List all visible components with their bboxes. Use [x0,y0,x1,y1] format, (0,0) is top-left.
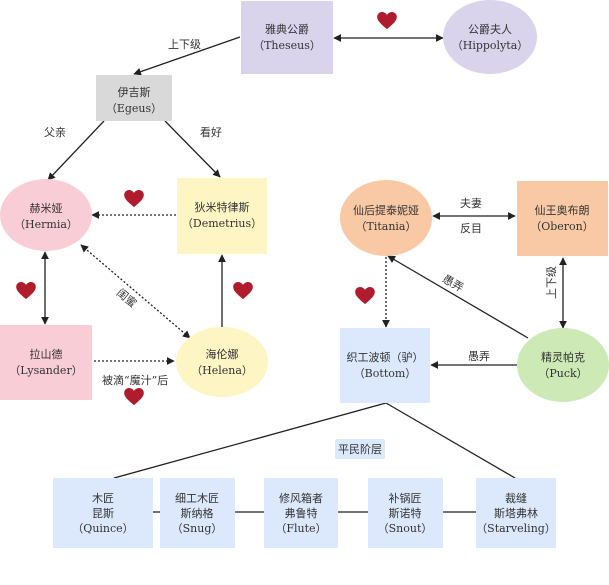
node-hermia-shape [0,179,92,251]
node-titania: 仙后提泰妮娅 （Titania） [340,180,432,256]
node-hippolyta: 公爵夫人 （Hippolyta） [443,0,537,74]
edge-labels: 上下级 父亲 看好 闺蜜 被滴“魔汁”后 夫妻 反目 愚弄 愚弄 上下级 [44,38,558,387]
node-theseus: 雅典公爵 （Theseus） [241,1,333,74]
node-helena-name: 海伦娜 [206,347,239,361]
label-estranged: 反目 [460,222,482,235]
node-helena-shape [176,327,268,397]
node-puck: 精灵帕克 （Puck） [517,328,609,402]
node-flute-en: （Flute） [275,522,326,535]
node-quince-name2: 昆斯 [92,507,114,520]
node-starveling-name1: 裁缝 [505,491,527,505]
node-bottom-name: 织工波顿（驴） [347,350,424,364]
edge-theseus-egeus [133,36,241,76]
node-snout-name1: 补锅匠 [389,492,422,505]
heart-icon [233,282,253,300]
node-starveling-name2: 斯塔弗林 [494,506,538,520]
heart-icon [16,282,36,300]
label-father: 父亲 [44,125,66,139]
node-snout-en: （Snout） [378,522,433,535]
commoners-tag-box [335,439,385,459]
node-snout: 补锅匠 斯诺特 （Snout） [368,478,443,548]
edge-egeus-hermia [47,120,105,181]
node-helena: 海伦娜 （Helena） [176,327,268,397]
node-starveling-box [476,478,556,548]
node-oberon-en: （Oberon） [530,220,594,233]
edge-bottom-starveling [385,402,516,479]
heart-icon [124,190,144,208]
node-quince-box [53,478,153,548]
node-snug-en: （Snug） [172,522,223,535]
node-puck-en: （Puck） [538,367,587,380]
node-demetrius-name: 狄米特律斯 [195,200,250,214]
label-bestie: 闺蜜 [114,285,140,310]
node-oberon-box [517,181,608,256]
label-superior-oberon-puck: 上下级 [545,266,558,299]
node-starveling: 裁缝 斯塔弗林 （Starveling） [476,478,556,548]
node-quince-name1: 木匠 [92,492,114,505]
node-quince-en: （Quince） [72,522,133,535]
label-superior: 上下级 [168,38,201,51]
edge-egeus-demetrius [164,120,221,178]
node-lysander-name: 拉山德 [30,347,63,361]
node-flute-name1: 修风箱者 [279,491,323,505]
heart-icon [377,12,397,30]
edge-puck-titania [387,255,529,339]
label-fancy: 看好 [200,125,222,139]
node-egeus-en: （Egeus） [106,102,162,115]
node-bottom: 织工波顿（驴） （Bottom） [340,328,430,403]
node-lysander-en: （Lysander） [9,364,82,377]
node-demetrius: 狄米特律斯 （Demetrius） [177,178,267,254]
node-hippolyta-shape [443,0,537,74]
node-puck-name: 精灵帕克 [541,350,585,364]
label-fooled-titania: 愚弄 [440,272,466,294]
node-lysander: 拉山德 （Lysander） [0,325,92,400]
node-theseus-en: （Theseus） [253,39,321,52]
node-snug-box [160,478,235,548]
node-theseus-box [241,1,333,74]
node-hermia-en: （Hermia） [14,218,78,231]
label-spouse: 夫妻 [460,197,482,210]
node-snout-name2: 斯诺特 [389,506,422,520]
node-hippolyta-name: 公爵夫人 [468,22,512,36]
node-titania-name: 仙后提泰妮娅 [353,203,419,217]
node-egeus: 伊吉斯 （Egeus） [96,75,172,121]
node-titania-shape [340,180,432,256]
node-demetrius-box [177,178,267,254]
node-helena-en: （Helena） [191,364,253,377]
node-snout-box [368,478,443,548]
commoners-tag-label: 平民阶层 [338,442,382,456]
node-egeus-name: 伊吉斯 [118,86,151,99]
node-snug-name2: 斯纳格 [181,506,214,520]
node-oberon-name: 仙王奥布朗 [535,203,590,217]
node-flute-box [264,478,338,548]
edge-bottom-quince [113,402,387,479]
label-after-juice: 被滴“魔汁”后 [102,373,168,387]
node-hermia: 赫米娅 （Hermia） [0,179,92,251]
node-titania-en: （Titania） [356,220,417,233]
node-hippolyta-en: （Hippolyta） [452,39,529,52]
node-flute-name2: 弗鲁特 [285,506,318,520]
node-starveling-en: （Starveling） [476,522,556,535]
node-quince: 木匠 昆斯 （Quince） [53,478,153,548]
node-bottom-en: （Bottom） [354,367,417,380]
node-oberon: 仙王奥布朗 （Oberon） [517,181,608,256]
node-snug-name1: 细工木匠 [175,492,219,505]
edges [41,34,567,513]
edge-hermia-helena [80,244,191,339]
node-flute: 修风箱者 弗鲁特 （Flute） [264,478,338,548]
node-egeus-box [96,75,172,121]
node-puck-shape [517,328,609,402]
node-demetrius-en: （Demetrius） [182,217,262,230]
node-theseus-name: 雅典公爵 [265,22,309,36]
node-bottom-box [340,328,430,403]
node-snug: 细工木匠 斯纳格 （Snug） [160,478,235,548]
heart-icon [355,287,375,305]
commoners-tag: 平民阶层 [335,439,385,459]
node-hermia-name: 赫米娅 [30,201,63,215]
heart-icon [124,388,144,406]
label-fooled-bottom: 愚弄 [468,350,490,363]
node-lysander-box [0,325,92,400]
